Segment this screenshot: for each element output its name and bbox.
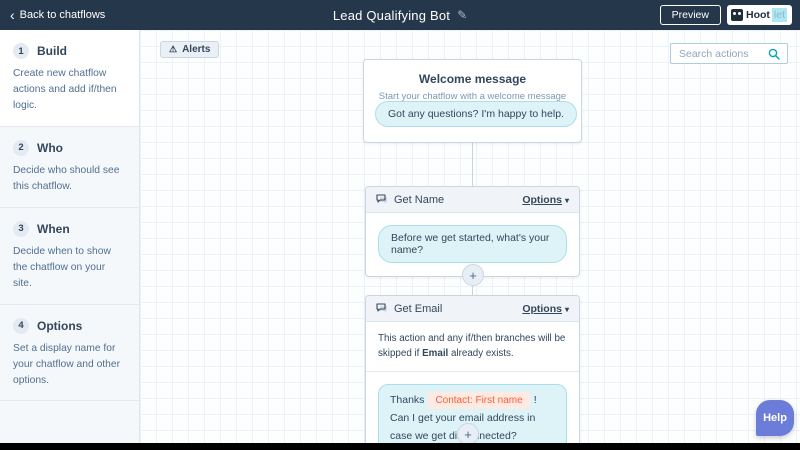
sidebar-step-who[interactable]: 2 Who Decide who should see this chatflo… (0, 126, 139, 208)
note-field-name: Email (422, 348, 449, 360)
add-action-button-bottom[interactable]: + (457, 423, 479, 443)
search-actions-input[interactable] (671, 47, 768, 60)
get-name-title: Get Name (394, 193, 445, 206)
chat-bubble-icon (376, 303, 388, 314)
welcome-card-title: Welcome message (418, 72, 527, 86)
add-action-button[interactable]: + (462, 264, 484, 286)
step-description: Create new chatflow actions and add if/t… (13, 68, 117, 111)
warning-icon: ⚠ (169, 44, 178, 54)
chat-bubble-icon (376, 194, 388, 205)
get-name-card-body: Before we get started, what's your name? (366, 213, 579, 276)
step-label: When (37, 221, 70, 236)
top-navigation-bar: ‹ Back to chatflows Lead Qualifying Bot … (0, 0, 800, 30)
step-number-badge: 3 (13, 220, 29, 237)
get-name-card-header: Get Name Options▾ (366, 187, 579, 213)
sidebar-step-options[interactable]: 4 Options Set a display name for your ch… (0, 304, 139, 402)
get-name-card[interactable]: Get Name Options▾ Before we get started,… (365, 186, 580, 277)
step-label: Build (37, 44, 67, 58)
alerts-label: Alerts (182, 44, 211, 55)
welcome-message-card[interactable]: Welcome message Start your chatflow with… (363, 59, 582, 143)
step-description: Set a display name for your chatflow and… (13, 342, 121, 386)
step-number-badge: 1 (13, 43, 29, 59)
sidebar-step-when[interactable]: 3 When Decide when to show the chatflow … (0, 207, 139, 305)
step-description: Decide when to show the chatflow on your… (13, 245, 111, 289)
hootlet-extension-badge[interactable]: Hoot let (726, 5, 792, 25)
sidebar-step-build[interactable]: 1 Build Create new chatflow actions and … (0, 30, 139, 127)
flow-connector-line (472, 143, 473, 443)
back-to-chatflows-link[interactable]: ‹ Back to chatflows (10, 8, 105, 22)
step-label: Options (37, 318, 83, 333)
hootlet-label-highlight: let (771, 8, 787, 22)
welcome-chat-bubble[interactable]: Got any questions? I'm happy to help. (375, 101, 577, 127)
get-name-chat-bubble[interactable]: Before we get started, what's your name? (378, 225, 567, 263)
search-actions-box (670, 43, 788, 64)
help-button[interactable]: Help (756, 400, 794, 436)
edit-title-icon[interactable]: ✎ (457, 8, 468, 22)
get-name-options-dropdown[interactable]: Options▾ (522, 193, 569, 206)
alerts-badge[interactable]: ⚠ Alerts (160, 41, 220, 58)
chevron-down-icon: ▾ (564, 195, 569, 205)
chevron-down-icon: ▾ (564, 304, 569, 314)
get-email-card-header: Get Email Options▾ (366, 296, 579, 322)
chatflow-title: Lead Qualifying Bot (332, 7, 451, 23)
step-description: Decide who should see this chatflow. (13, 164, 120, 192)
bottom-letterbox-bar (0, 443, 800, 450)
hootlet-label-bold: Hoot (745, 9, 770, 21)
get-email-title: Get Email (394, 302, 443, 315)
skip-condition-note: This action and any if/then branches wil… (366, 322, 579, 373)
preview-button[interactable]: Preview (659, 5, 721, 25)
get-email-options-dropdown[interactable]: Options▾ (522, 302, 569, 315)
back-link-label: Back to chatflows (19, 9, 106, 21)
topbar-actions: Preview Hoot let (659, 0, 792, 30)
get-email-card[interactable]: Get Email Options▾ This action and any i… (365, 295, 580, 443)
owl-icon (730, 9, 743, 21)
step-label: Who (37, 140, 63, 155)
step-number-badge: 4 (13, 317, 29, 334)
search-icon[interactable] (768, 48, 780, 60)
personalization-token[interactable]: Contact: First name (428, 392, 530, 410)
steps-sidebar: 1 Build Create new chatflow actions and … (0, 30, 140, 450)
welcome-card-subtitle: Start your chatflow with a welcome messa… (378, 91, 567, 102)
step-number-badge: 2 (13, 139, 29, 156)
sidebar-filler (0, 401, 139, 450)
chatflow-canvas[interactable]: ⚠ Alerts Welcome message Start your chat… (140, 30, 800, 443)
chevron-left-icon: ‹ (10, 7, 15, 23)
